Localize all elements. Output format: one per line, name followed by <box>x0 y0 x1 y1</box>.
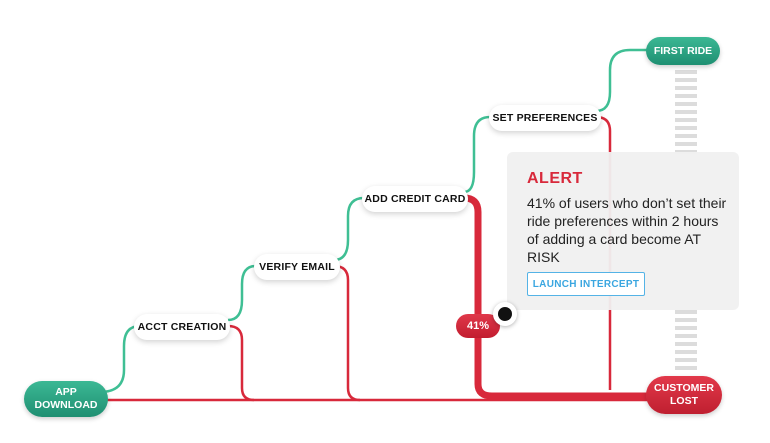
stage-acct-creation-label: ACCT CREATION <box>137 321 227 333</box>
major-dropoff-path <box>463 194 660 400</box>
stage-set-preferences[interactable]: SET PREFERENCES <box>489 105 601 131</box>
dropoff-percentage-badge: 41% <box>456 314 500 338</box>
customer-lost-node[interactable]: CUSTOMER LOST <box>646 376 722 414</box>
stage-app-download-line2: DOWNLOAD <box>34 399 98 411</box>
stage-add-credit-card[interactable]: ADD CREDIT CARD <box>362 186 468 212</box>
stage-verify-email[interactable]: VERIFY EMAIL <box>254 254 340 280</box>
stage-first-ride[interactable]: FIRST RIDE <box>646 37 720 65</box>
stage-app-download[interactable]: APP DOWNLOAD <box>24 381 108 417</box>
stage-first-ride-label: FIRST RIDE <box>653 44 713 57</box>
progression-lines <box>99 48 650 394</box>
alert-message: 41% of users who don’t set their ride pr… <box>527 195 727 265</box>
stage-set-preferences-label: SET PREFERENCES <box>492 112 598 124</box>
stage-app-download-line1: APP <box>55 386 77 398</box>
customer-lost-line1: CUSTOMER <box>654 382 714 394</box>
alert-title: ALERT <box>527 170 583 187</box>
stage-add-credit-card-label: ADD CREDIT CARD <box>364 193 466 205</box>
stage-verify-email-label: VERIFY EMAIL <box>259 261 335 273</box>
alert-anchor-dot[interactable] <box>493 302 517 326</box>
stage-acct-creation[interactable]: ACCT CREATION <box>134 314 230 340</box>
launch-intercept-button[interactable]: LAUNCH INTERCEPT <box>527 272 645 296</box>
alert-card: ALERT 41% of users who don’t set their r… <box>507 152 739 310</box>
customer-lost-line2: LOST <box>670 395 698 407</box>
